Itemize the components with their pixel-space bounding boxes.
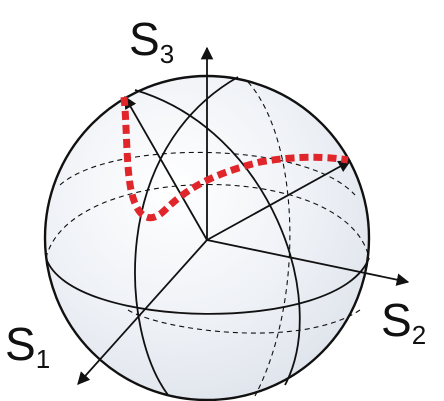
axes: [77, 46, 410, 385]
s3-label: S3: [129, 13, 174, 69]
equator-front-arc: [45, 257, 370, 315]
meridian-front-right: [134, 89, 301, 386]
s1-label: S1: [5, 318, 50, 374]
meridian-front-left: [134, 76, 239, 396]
stokes-vector-start: [124, 95, 208, 241]
meridian-back-arc-right: [247, 81, 291, 397]
polarization-trajectory: [120, 96, 349, 222]
s2-axis-line: [206, 239, 410, 286]
s2-label: S2: [381, 294, 426, 350]
s1-axis-line: [77, 239, 208, 385]
equator-back-arc: [45, 183, 370, 259]
stokes-vector-end: [206, 160, 352, 241]
meridian-back-arc-lower: [127, 309, 361, 334]
visible-arcs: [45, 76, 370, 396]
